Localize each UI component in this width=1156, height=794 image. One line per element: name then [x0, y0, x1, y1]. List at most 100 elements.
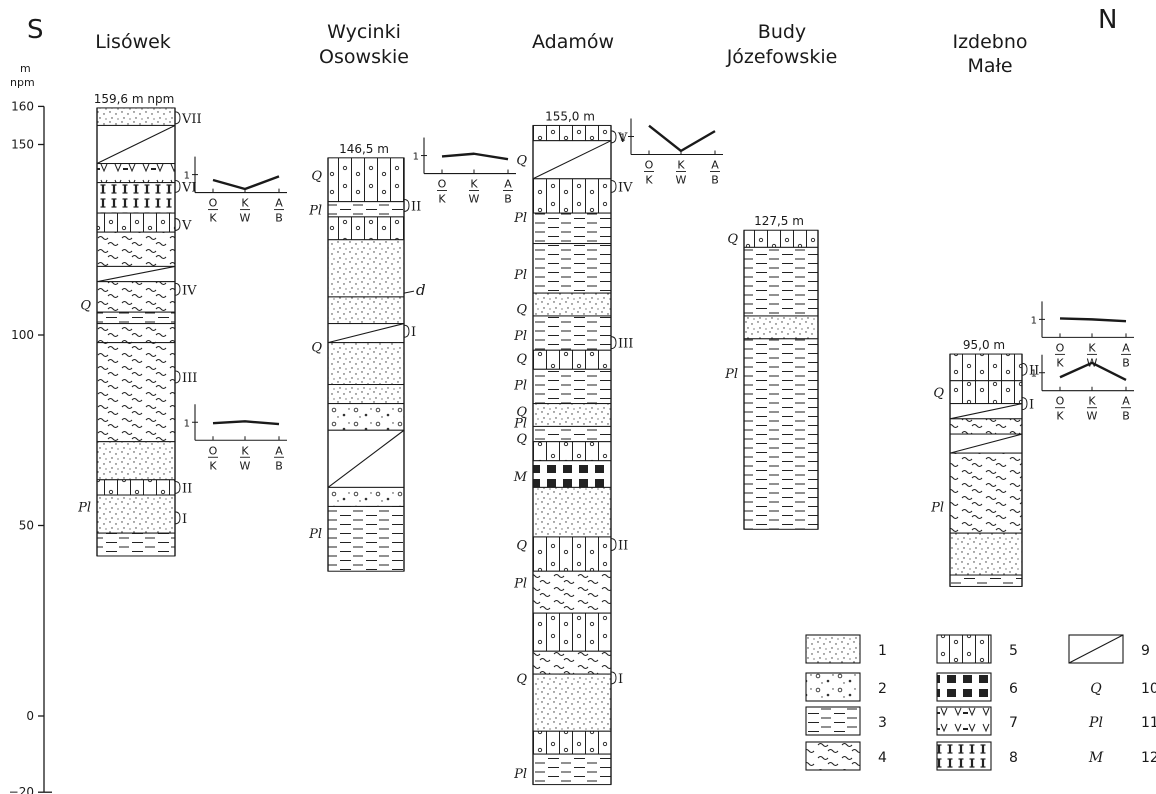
graph-x-label-top: A — [275, 197, 283, 210]
column-layer — [533, 487, 611, 537]
legend-number: 9 — [1141, 643, 1150, 659]
column-layer — [950, 575, 1022, 586]
column-layer — [97, 495, 175, 533]
legend-swatch — [937, 635, 991, 663]
strat-unit-label: Pl — [77, 500, 91, 515]
legend-item: 9 — [1069, 635, 1150, 663]
column-layer — [533, 442, 611, 461]
legend-number: 11 — [1141, 715, 1156, 731]
axis-unit-npm: npm — [10, 76, 35, 89]
column-layer — [533, 731, 611, 754]
legend-symbol: M — [1088, 750, 1104, 766]
horizon-label: II — [182, 481, 192, 496]
graph-x-label-bottom: B — [1122, 410, 1130, 423]
column-layer — [533, 651, 611, 674]
graph-x-label-top: K — [1088, 341, 1096, 354]
strat-unit-label: Q — [516, 154, 527, 169]
strat-unit-label: Q — [516, 352, 527, 367]
column-name: Osowskie — [319, 46, 409, 68]
graph-x-label-top: A — [504, 178, 512, 191]
legend-number: 10 — [1141, 681, 1156, 697]
horizon-bracket — [175, 371, 180, 383]
axis-tick-label: 160 — [11, 99, 34, 113]
graph-line — [213, 421, 279, 424]
strat-unit-label: Pl — [930, 500, 944, 515]
horizon-bracket — [1022, 398, 1027, 410]
graph-x-label-bottom: B — [275, 212, 283, 225]
legend-swatch — [806, 635, 860, 663]
horizon-bracket — [611, 337, 616, 349]
graph-x-label-bottom: B — [1122, 356, 1130, 369]
strat-unit-label: Q — [933, 386, 944, 401]
axis-tick-label: 0 — [26, 709, 34, 723]
graph-x-label-top: A — [1122, 395, 1130, 408]
column-layer — [533, 426, 611, 441]
column-layer — [533, 244, 611, 294]
column-layer — [533, 179, 611, 213]
marker-line — [404, 291, 414, 293]
horizon-bracket — [1022, 363, 1027, 375]
horizon-bracket — [404, 325, 409, 337]
graph-x-label-top: K — [241, 444, 249, 457]
column-layer — [533, 125, 611, 140]
legend-number: 2 — [878, 681, 887, 697]
compass-south: S — [27, 15, 44, 45]
horizon-bracket — [175, 180, 180, 192]
legend-item: 8 — [937, 742, 1018, 770]
column-layer — [97, 232, 175, 266]
column-layer — [97, 533, 175, 556]
mini-graph-3: 1OKKWAB — [620, 119, 723, 187]
graph-x-label-bottom: K — [1056, 410, 1064, 423]
horizon-label: III — [182, 371, 197, 386]
graph-x-label-bottom: W — [240, 459, 251, 472]
legend-item: 2 — [806, 673, 887, 701]
horizon-label: I — [618, 672, 623, 687]
marker-label: d — [416, 281, 426, 299]
axis-tick-label: −20 — [9, 785, 34, 794]
graph-x-label-top: O — [1056, 341, 1065, 354]
column-name: Wycinki — [327, 21, 401, 43]
column-layer — [744, 230, 818, 247]
graph-tick-label: 1 — [413, 152, 419, 163]
legend-item: 6 — [937, 673, 1018, 701]
graph-x-label-top: K — [470, 178, 478, 191]
column-layer — [533, 754, 611, 784]
graph-line — [1060, 318, 1126, 321]
graph-x-label-top: O — [1056, 395, 1065, 408]
mini-graph-0: 1OKKWAB — [184, 157, 287, 225]
graph-x-label-top: O — [209, 197, 218, 210]
column-layer — [328, 297, 404, 324]
strat-unit-label: Pl — [513, 268, 527, 283]
column-layer — [97, 282, 175, 312]
column-layer — [328, 202, 404, 217]
graph-tick-label: 1 — [184, 418, 190, 429]
column-4: IzdebnoMałe95,0 mIIIQPl — [930, 31, 1039, 586]
strat-unit-label: Q — [516, 672, 527, 687]
graph-x-label-bottom: W — [240, 212, 251, 225]
graph-x-label-top: O — [438, 178, 447, 191]
strat-unit-label: Pl — [513, 211, 527, 226]
column-name: Adamów — [532, 31, 614, 53]
legend-swatch — [937, 673, 991, 701]
column-top-elevation: 127,5 m — [754, 214, 804, 228]
legend-number: 1 — [878, 643, 887, 659]
horizon-bracket — [175, 512, 180, 524]
column-layer — [533, 674, 611, 731]
horizon-bracket — [175, 283, 180, 295]
graph-x-label-top: O — [209, 444, 218, 457]
column-name: Izdebno — [952, 31, 1027, 53]
legend-swatch — [806, 707, 860, 735]
axis-tick-label: 50 — [19, 519, 34, 533]
horizon-bracket — [175, 112, 180, 124]
legend-number: 8 — [1009, 750, 1018, 766]
column-layer — [533, 613, 611, 651]
strat-unit-label: Pl — [513, 379, 527, 394]
column-layer — [97, 108, 175, 126]
horizon-label: V — [181, 219, 192, 234]
horizon-label: I — [182, 512, 187, 527]
